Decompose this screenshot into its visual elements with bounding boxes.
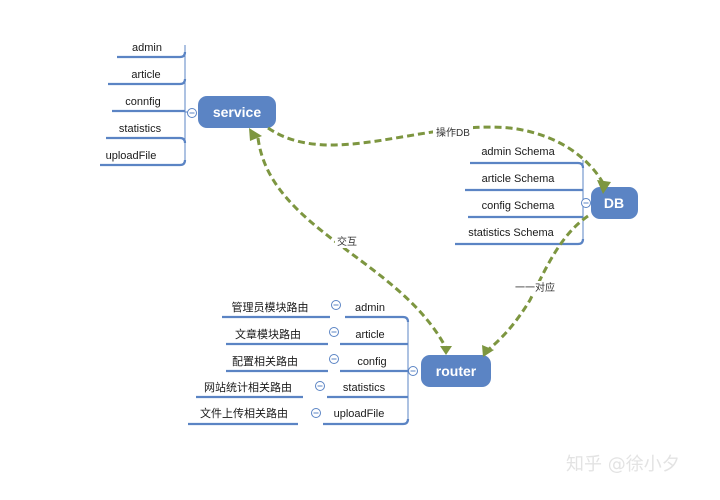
- router-child-label: 管理员模块路由: [232, 300, 309, 314]
- db-collapse-toggle[interactable]: [581, 198, 591, 208]
- service-child-label: connfig: [125, 96, 160, 108]
- underline: [117, 51, 187, 59]
- db-child-admin-schema[interactable]: admin Schema: [470, 146, 585, 169]
- router-child-module: statistics: [343, 382, 386, 394]
- dashed-edge: [487, 214, 589, 352]
- db-node[interactable]: DB: [591, 187, 638, 219]
- service-child-article[interactable]: article: [108, 69, 187, 86]
- service-child-uploadfile[interactable]: uploadFile: [100, 150, 187, 167]
- service-child-connfig[interactable]: connfig: [112, 96, 185, 113]
- router-child-module: config: [357, 356, 386, 368]
- arrowhead-icon: [597, 180, 611, 194]
- collapse-toggle[interactable]: [311, 408, 321, 418]
- underline: [108, 78, 187, 86]
- service-node[interactable]: service: [198, 96, 276, 128]
- arrowhead-icon: [440, 346, 452, 355]
- router-children: 管理员模块路由 admin 文章模块路由 article 配置相关路由: [188, 300, 418, 426]
- collapse-toggle[interactable]: [329, 354, 339, 364]
- router-child-label: 网站统计相关路由: [204, 380, 292, 394]
- collapse-toggle[interactable]: [315, 381, 325, 391]
- underline: [345, 315, 410, 323]
- edge-label: 操作DB: [436, 126, 470, 139]
- underline: [455, 238, 585, 246]
- arrowhead-icon: [249, 128, 262, 141]
- db-child-label: config Schema: [482, 200, 556, 212]
- underline: [100, 159, 187, 167]
- router-child-label: 配置相关路由: [232, 354, 298, 368]
- edge-label: 一一对应: [515, 281, 555, 294]
- router-child-3[interactable]: 网站统计相关路由 statistics: [196, 380, 408, 399]
- edge-label-bg: [433, 126, 473, 139]
- underline: [106, 136, 187, 144]
- db-child-label: article Schema: [482, 173, 556, 185]
- service-child-statistics[interactable]: statistics: [106, 123, 187, 144]
- underline: [470, 161, 585, 169]
- db-child-article-schema[interactable]: article Schema: [465, 173, 583, 192]
- router-child-1[interactable]: 文章模块路由 article: [226, 327, 408, 346]
- service-child-label: article: [131, 69, 160, 81]
- underline: [323, 418, 410, 426]
- service-collapse-toggle[interactable]: [187, 108, 197, 118]
- db-children: admin Schema article Schema config Schem…: [455, 146, 591, 246]
- collapse-toggle[interactable]: [329, 327, 339, 337]
- edge-service-db[interactable]: 操作DB: [267, 125, 611, 194]
- edge-service-router[interactable]: 交互: [249, 128, 452, 355]
- dashed-edge: [267, 125, 605, 184]
- service-children: admin article connfig statistics uploadF…: [100, 42, 197, 167]
- service-child-label: uploadFile: [106, 150, 157, 162]
- router-child-0[interactable]: 管理员模块路由 admin: [222, 300, 410, 323]
- db-child-label: statistics Schema: [468, 227, 554, 239]
- router-child-4[interactable]: 文件上传相关路由 uploadFile: [188, 406, 410, 426]
- router-child-label: 文章模块路由: [235, 327, 301, 341]
- router-child-module: admin: [355, 302, 385, 314]
- router-node[interactable]: router: [421, 355, 491, 387]
- router-child-2[interactable]: 配置相关路由 config: [226, 354, 408, 373]
- service-child-label: statistics: [119, 123, 162, 135]
- db-child-config-schema[interactable]: config Schema: [468, 200, 583, 219]
- db-child-label: admin Schema: [481, 146, 555, 158]
- arrowhead-icon: [482, 345, 494, 357]
- db-node-label: DB: [604, 195, 624, 211]
- edge-db-router[interactable]: 一一对应: [482, 214, 589, 357]
- service-node-label: service: [213, 104, 261, 120]
- router-child-module: uploadFile: [334, 408, 385, 420]
- db-child-statistics-schema[interactable]: statistics Schema: [455, 227, 585, 246]
- edge-label-bg: [335, 235, 359, 248]
- watermark: 知乎 @徐小夕: [566, 454, 680, 475]
- service-child-label: admin: [132, 42, 162, 54]
- router-node-label: router: [436, 363, 477, 379]
- collapse-toggle[interactable]: [331, 300, 341, 310]
- router-child-module: article: [355, 329, 384, 341]
- router-collapse-toggle[interactable]: [408, 366, 418, 376]
- edge-label: 交互: [337, 235, 357, 248]
- service-child-admin[interactable]: admin: [117, 42, 187, 59]
- edge-label-bg: [513, 281, 557, 294]
- router-child-label: 文件上传相关路由: [200, 406, 288, 420]
